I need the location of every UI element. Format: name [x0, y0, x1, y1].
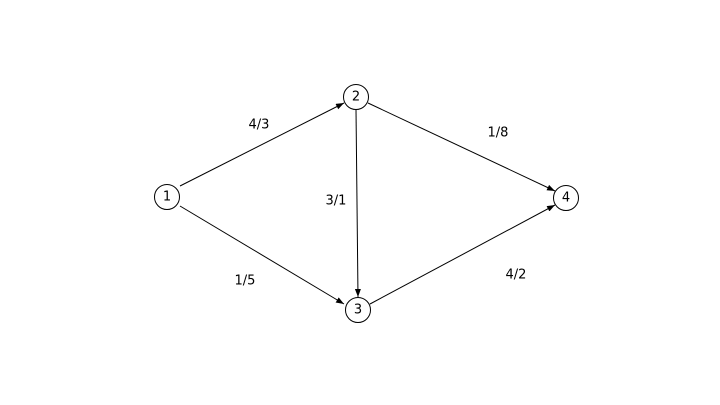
node-circle-2	[343, 84, 369, 110]
node-1: 1	[154, 184, 180, 210]
edge-line-3-4	[369, 204, 556, 305]
node-label-3: 3	[354, 303, 362, 318]
node-circle-1	[154, 184, 180, 210]
edge-1-2: 4/3	[179, 102, 345, 187]
edge-label-1-3: 1/5	[235, 274, 256, 289]
edge-label-3-4: 4/2	[506, 268, 527, 283]
edge-line-1-3	[179, 205, 345, 305]
edge-3-4: 4/2	[369, 204, 556, 305]
node-4: 4	[553, 185, 579, 211]
edge-label-2-3: 3/1	[326, 194, 347, 209]
edge-1-3: 1/5	[179, 205, 345, 305]
node-2: 2	[343, 84, 369, 110]
edge-2-4: 1/8	[367, 102, 556, 192]
edge-line-1-2	[179, 102, 345, 187]
edge-label-2-4: 1/8	[488, 126, 509, 141]
node-circle-3	[345, 297, 371, 323]
edge-line-2-4	[367, 102, 556, 192]
edge-line-2-3	[354, 108, 361, 298]
node-label-2: 2	[352, 90, 360, 105]
node-circle-4	[553, 185, 579, 211]
node-label-4: 4	[562, 191, 570, 206]
node-3: 3	[345, 297, 371, 323]
node-label-1: 1	[163, 190, 171, 205]
edge-2-3: 3/1	[326, 108, 361, 298]
edge-label-1-2: 4/3	[249, 118, 270, 133]
